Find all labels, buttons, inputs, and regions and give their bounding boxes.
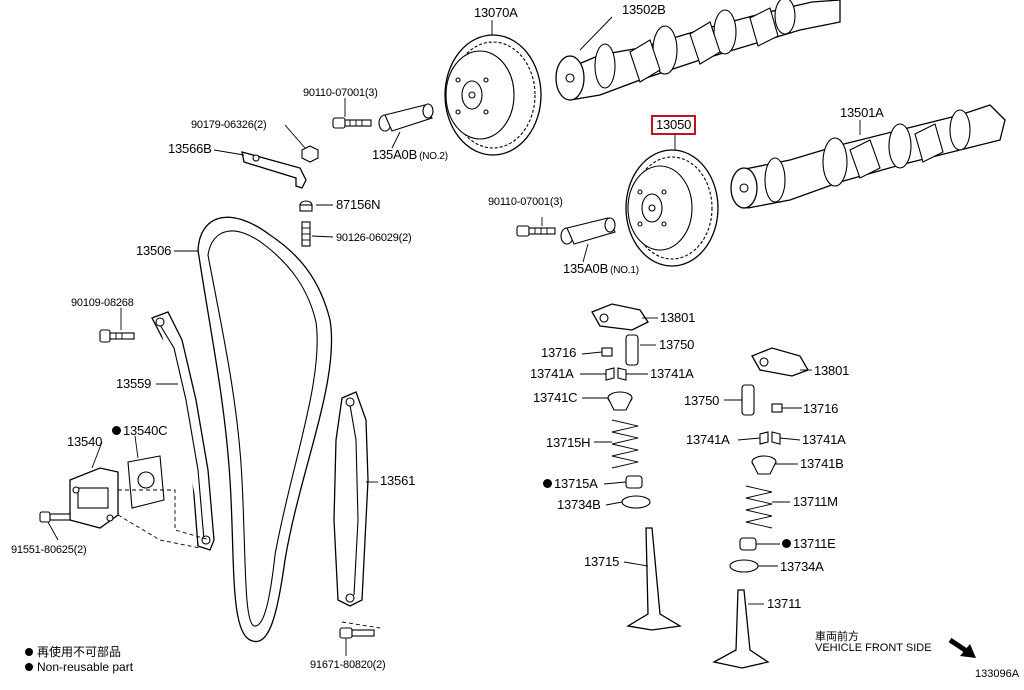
nut-90179 [301, 145, 319, 163]
label-13734a: 13734A [780, 559, 824, 574]
non-reusable-dot-icon [25, 663, 33, 671]
leader-dash-2 [117, 514, 201, 549]
label-13741a-d: 13741A [802, 432, 846, 447]
legend-english: Non-reusable part [25, 660, 133, 674]
label-13716-b: 13716 [803, 401, 839, 416]
bracket-13566b [241, 151, 307, 189]
leader-lines [47, 16, 861, 656]
label-13741a-b: 13741A [650, 366, 694, 381]
label-13711m: 13711M [793, 494, 838, 509]
label-13716-a: 13716 [541, 345, 577, 360]
label-90126: 90126-06029(2) [336, 232, 412, 244]
direction-english: VEHICLE FRONT SIDE [815, 642, 932, 654]
non-reusable-dot-icon [112, 426, 121, 435]
label-13559: 13559 [116, 376, 152, 391]
non-reusable-dot-icon [25, 648, 33, 656]
leader-dash-3 [341, 621, 381, 629]
gasket-13540c [127, 455, 165, 509]
bolt-91671 [339, 627, 375, 639]
label-13070a: 13070A [474, 5, 518, 20]
diagram-id: 133096A [975, 668, 1020, 680]
label-87156n: 87156N [336, 197, 381, 212]
label-13506: 13506 [136, 243, 172, 258]
label-135a0b-no2: 135A0B(NO.2) [372, 147, 448, 163]
legend-japanese: 再使用不可部品 [25, 643, 121, 660]
tensioner-13540 [69, 467, 119, 529]
non-reusable-dot-icon [543, 479, 552, 488]
label-13540: 13540 [67, 434, 103, 449]
label-13750-b: 13750 [684, 393, 720, 408]
label-90110-upper: 90110-07001(3) [303, 87, 378, 99]
bolt-90110-upper [332, 117, 372, 129]
label-13540c: 13540C [112, 424, 168, 438]
bolt-90109 [99, 329, 135, 343]
label-13050-highlighted[interactable]: 13050 [650, 115, 697, 135]
label-13801-b: 13801 [814, 363, 850, 378]
label-13750-a: 13750 [659, 337, 695, 352]
label-13502b: 13502B [622, 2, 666, 17]
sprocket-13070a [444, 34, 542, 156]
valve-135a0b-no1 [560, 217, 616, 245]
label-13741c: 13741C [533, 390, 578, 405]
label-13741b: 13741B [800, 456, 844, 471]
leader-dash-1 [118, 489, 211, 541]
label-13741a-c: 13741A [686, 432, 730, 447]
label-13715h: 13715H [546, 435, 591, 450]
front-direction-arrow-icon [948, 637, 976, 658]
non-reusable-dot-icon [782, 539, 791, 548]
camshaft-13501a [730, 104, 1006, 209]
label-91551: 91551-80625(2) [11, 544, 87, 556]
label-13711: 13711 [767, 596, 802, 611]
chain-guide-13561 [333, 391, 369, 607]
label-13711e: 13711E [782, 537, 836, 551]
camshaft-13502b [555, 0, 841, 101]
label-90109: 90109-08268 [71, 297, 134, 309]
label-135a0b-no1: 135A0B(NO.1) [563, 261, 639, 277]
label-13501a: 13501A [840, 105, 884, 120]
seal-87156n [299, 200, 313, 212]
label-90179: 90179-06326(2) [191, 119, 267, 131]
label-13715a: 13715A [543, 477, 598, 491]
chain-guide-13559 [151, 311, 215, 551]
valvetrain-left [591, 303, 682, 631]
label-91671: 91671-80820(2) [310, 659, 386, 671]
label-13561: 13561 [380, 473, 416, 488]
bolt-91551 [39, 511, 71, 523]
label-90110-lower: 90110-07001(3) [488, 196, 563, 208]
timing-chain-13506 [197, 216, 333, 643]
sprocket-13050 [625, 149, 719, 267]
direction-japanese: 車両前方 [815, 631, 859, 643]
valve-135a0b-no2 [378, 103, 434, 132]
stud-90126 [301, 221, 311, 247]
label-13566b: 13566B [168, 141, 212, 156]
valvetrain-right [712, 347, 809, 669]
label-13741a-a: 13741A [530, 366, 574, 381]
label-13715: 13715 [584, 554, 620, 569]
bolt-90110-lower [516, 225, 556, 237]
label-13801-a: 13801 [660, 310, 696, 325]
label-13734b: 13734B [557, 497, 601, 512]
